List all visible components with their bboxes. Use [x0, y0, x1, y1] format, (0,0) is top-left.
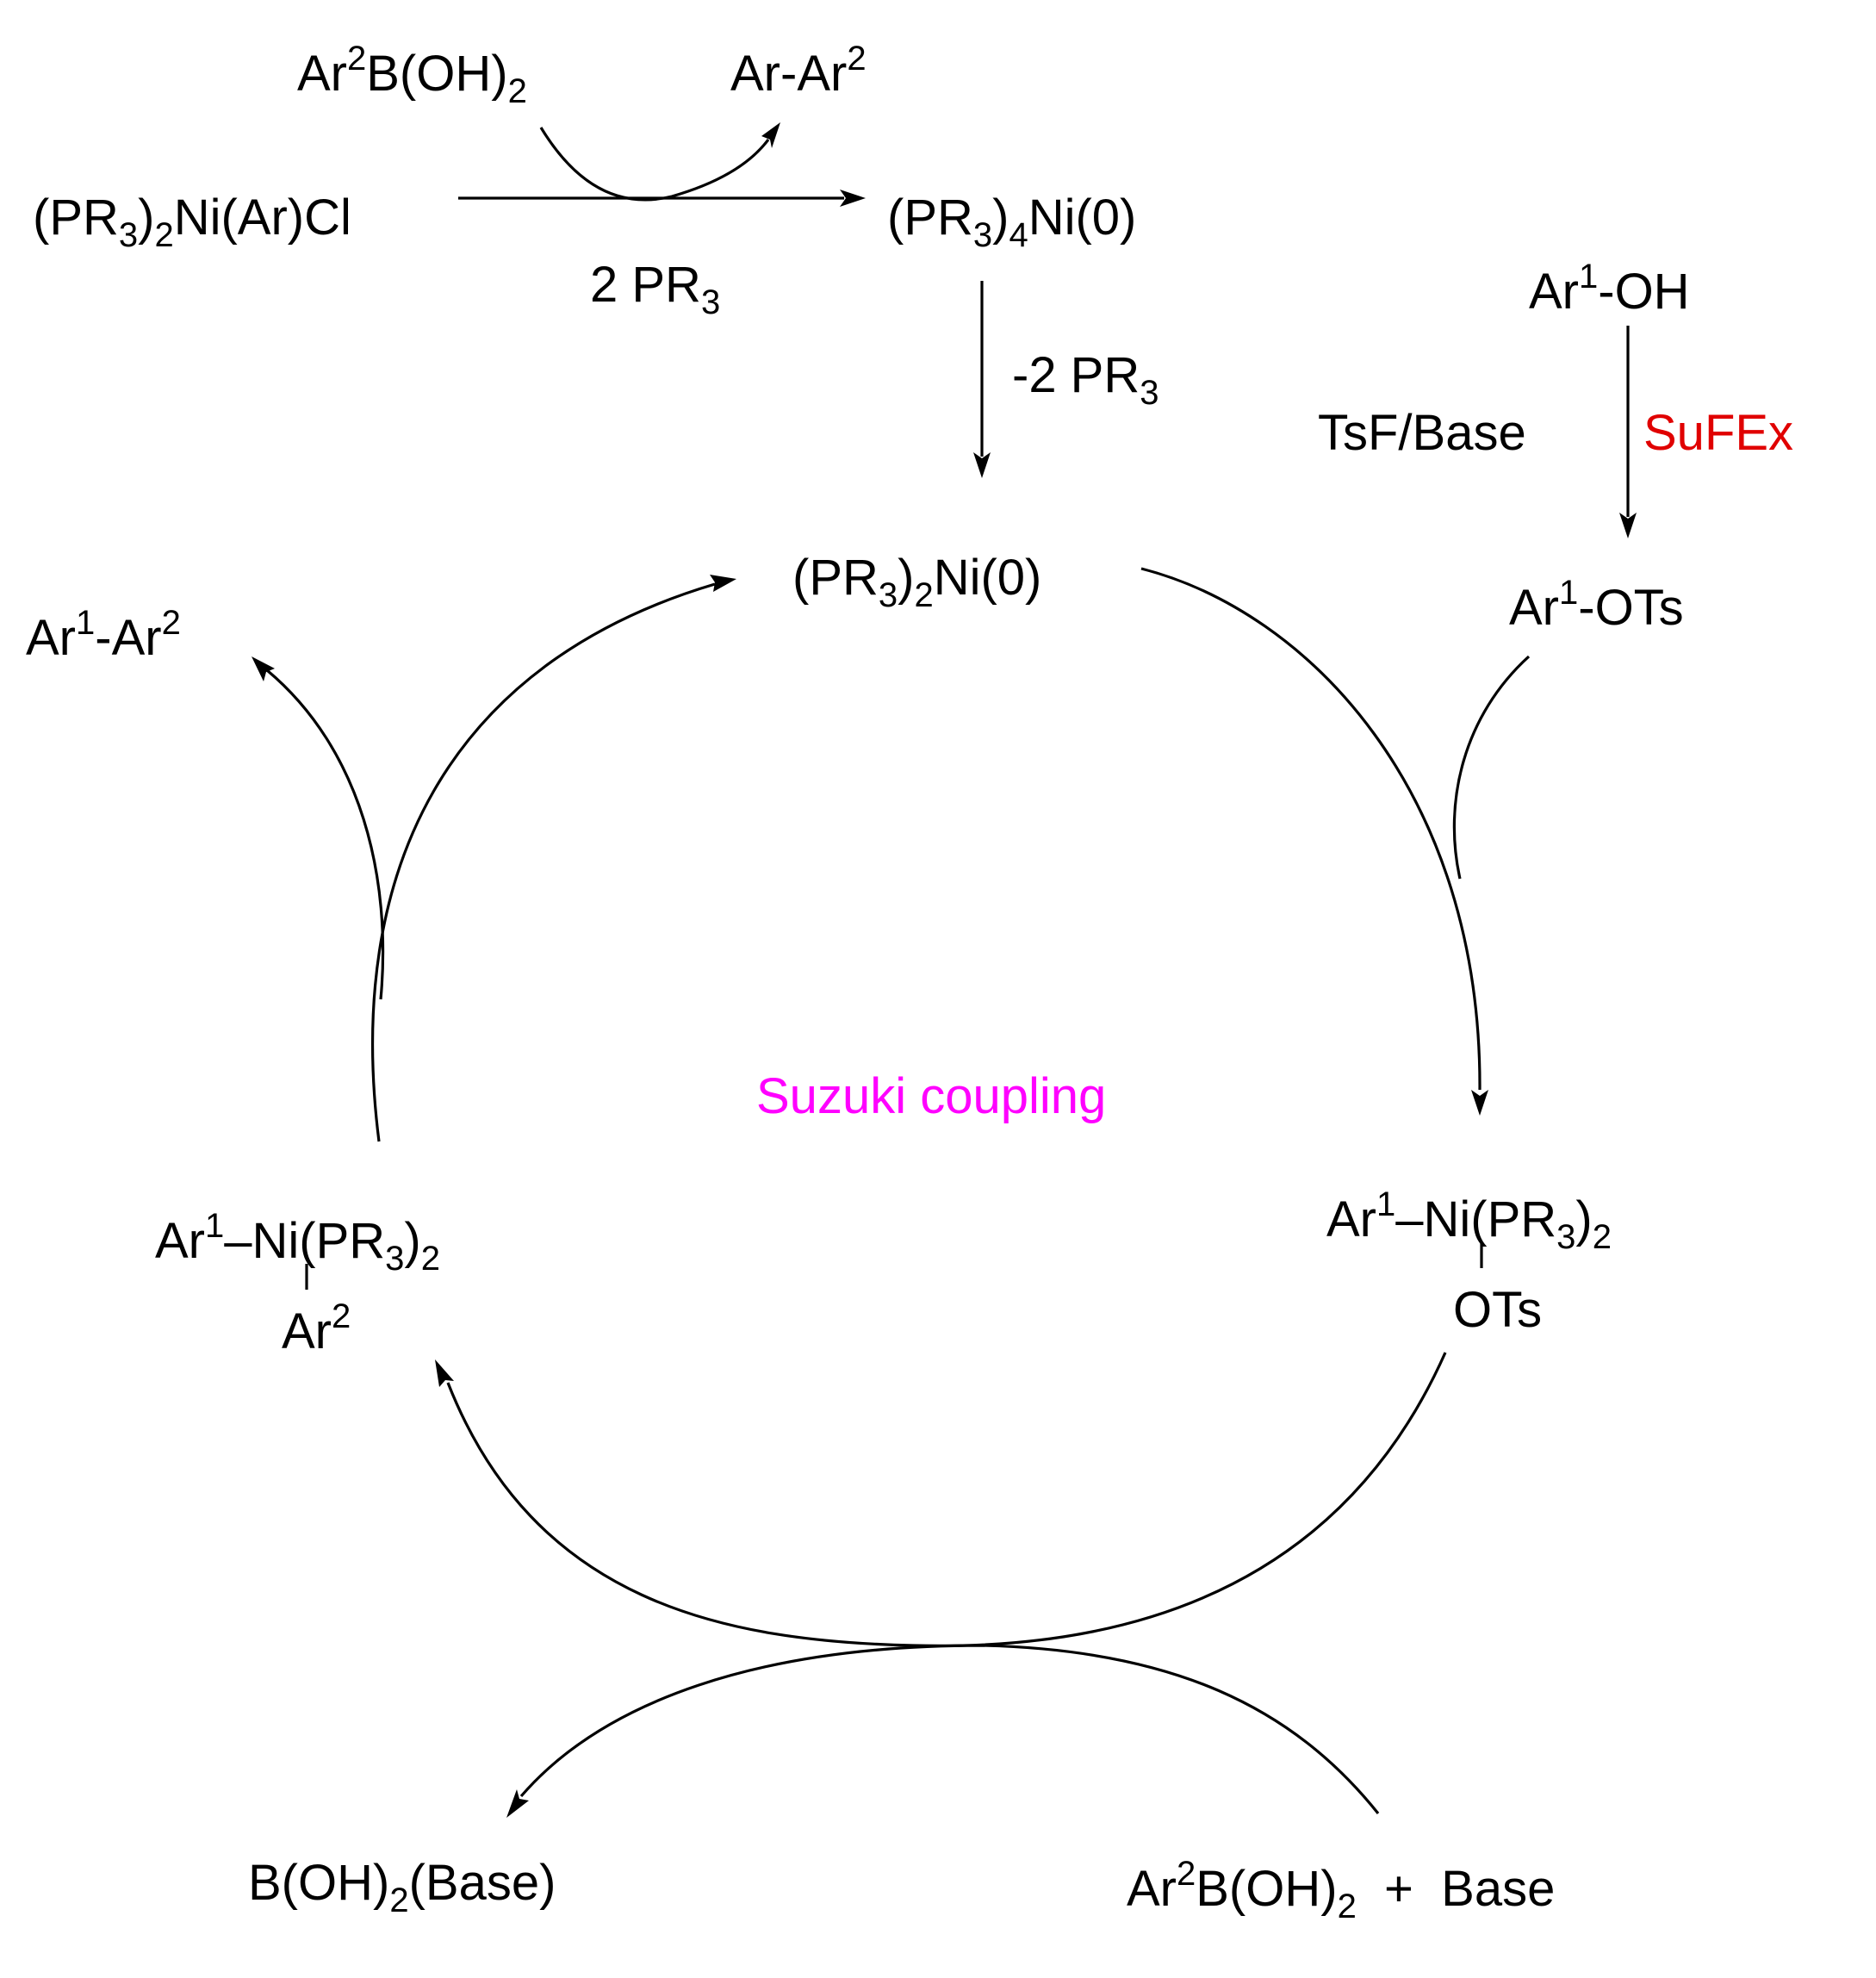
- side-arrowhead: [761, 122, 780, 148]
- transmetalation-complex: Ar1–Ni(PR3)2: [155, 1207, 440, 1278]
- tetrakis-phosphine-nickel: (PR3)4Ni(0): [887, 190, 1136, 254]
- oxidative-addition-arrow: [1140, 567, 1482, 1091]
- sufex-reagent: TsF/Base: [1318, 405, 1526, 461]
- boron-reagent: Ar2B(OH)2 + Base: [1127, 1855, 1555, 1925]
- ligand-loss-label: -2 PR3: [1012, 347, 1159, 412]
- aryl-ligand: Ar2: [282, 1297, 351, 1359]
- nickel-precatalyst: (PR3)2Ni(Ar)Cl: [33, 190, 351, 254]
- top-reagent-label: 2 PR3: [590, 257, 720, 321]
- aryl-tosylate: Ar1-OTs: [1509, 574, 1684, 636]
- boron-exchange-arrow: [519, 1644, 1380, 1815]
- transmetalation-arrowhead: [435, 1359, 454, 1387]
- oxidative-addition-arrowhead: [1471, 1090, 1488, 1116]
- top-homocoupling-byproduct: Ar-Ar2: [730, 40, 867, 102]
- ligand-loss-arrowhead: [973, 452, 991, 478]
- boron-byproduct: B(OH)2(Base): [248, 1855, 556, 1919]
- transmetalation-arrow: [446, 1352, 1447, 1647]
- phenol-substrate: Ar1-OH: [1529, 258, 1690, 320]
- tosylate-entry-curve: [1452, 655, 1531, 880]
- product-release-arrow: [265, 669, 385, 1000]
- reductive-elimination-arrowhead: [710, 575, 736, 592]
- product-release-arrowhead: [252, 656, 275, 681]
- active-catalyst: (PR3)2Ni(0): [792, 550, 1041, 614]
- sufex-label: SuFEx: [1643, 405, 1793, 461]
- biaryl-product: Ar1-Ar2: [26, 604, 181, 666]
- side-arrow: [539, 127, 770, 202]
- boron-exchange-arrowhead: [506, 1789, 529, 1818]
- top-boronic-acid: Ar2B(OH)2: [297, 40, 527, 110]
- sufex-arrowhead: [1619, 513, 1637, 538]
- tosylate-ligand: OTs: [1453, 1282, 1542, 1338]
- oxidative-addition-complex: Ar1–Ni(PR3)2: [1326, 1185, 1612, 1256]
- cycle-title: Suzuki coupling: [756, 1068, 1106, 1124]
- reductive-elimination-arrow: [370, 582, 716, 1142]
- reduction-arrowhead: [840, 190, 866, 207]
